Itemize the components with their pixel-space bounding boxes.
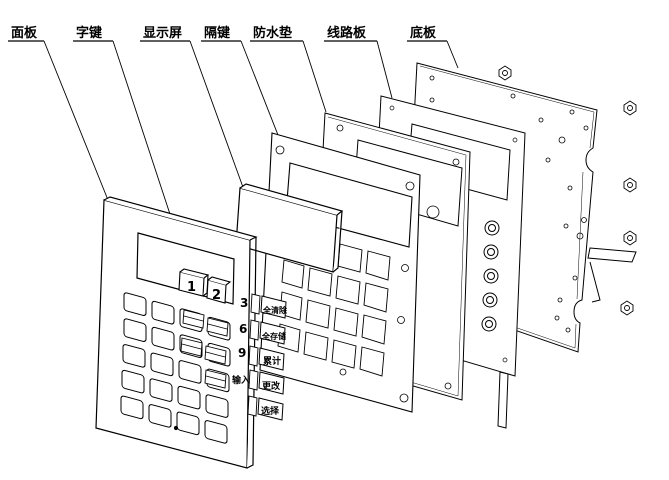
hex-nuts bbox=[498, 65, 637, 316]
key-accumulate-label: 累计 bbox=[263, 355, 281, 367]
key-input-label: 输入 bbox=[232, 374, 250, 386]
label-char-keys: 字键 bbox=[76, 25, 102, 41]
front-panel bbox=[95, 196, 258, 469]
label-base-plate: 底板 bbox=[410, 25, 437, 41]
key-9-label: 9 bbox=[238, 346, 246, 360]
key-all-clear-label: 全清除 bbox=[262, 305, 288, 315]
key-3-label: 3 bbox=[240, 296, 248, 310]
key-6-label: 6 bbox=[239, 322, 247, 336]
label-display: 显示屏 bbox=[143, 26, 182, 41]
key-1-label: 1 bbox=[187, 280, 196, 295]
key-select-label: 选择 bbox=[261, 405, 280, 417]
spacer-key-frame bbox=[259, 132, 421, 413]
key-all-store-label: 全存储 bbox=[261, 331, 286, 341]
label-spacer-keys: 隔键 bbox=[204, 25, 230, 41]
char-keys bbox=[178, 268, 287, 421]
label-circuit-board: 线路板 bbox=[327, 25, 367, 41]
label-panel: 面板 bbox=[11, 25, 38, 41]
callout-labels: 面板 字键 显示屏 隔键 防水垫 线路板 底板 bbox=[11, 25, 437, 41]
display-module bbox=[235, 183, 344, 273]
key-2-label: 2 bbox=[212, 288, 221, 303]
label-waterproof-pad: 防水垫 bbox=[253, 25, 292, 41]
key-legends: 1 2 3 6 9 输入 全清除 全存储 累计 更改 选择 bbox=[187, 280, 288, 417]
key-change-label: 更改 bbox=[262, 380, 281, 392]
